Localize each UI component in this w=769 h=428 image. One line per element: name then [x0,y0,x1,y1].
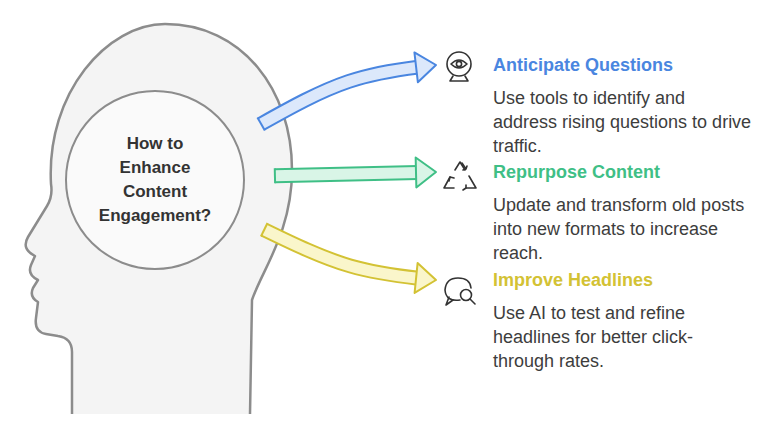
recycle-icon [444,162,476,190]
arrow-shaft-fill [264,230,436,280]
idea-item: Anticipate QuestionsUse tools to identif… [440,53,752,158]
arrow-tail [274,168,276,183]
block-arrow [261,223,436,293]
item-description: Use tools to identify and address rising… [493,86,752,158]
item-description: Use AI to test and refine headlines for … [493,301,752,373]
item-description: Update and transform old posts into new … [493,193,752,265]
arrow-shaft [264,230,436,280]
block-arrow [275,157,436,187]
arrow-shaft [275,172,436,176]
topic-text: How to Enhance Content Engagement? [94,132,216,228]
item-heading: Improve Headlines [493,268,752,292]
item-heading: Anticipate Questions [493,53,752,77]
arrow-shaft-fill [261,65,436,124]
eye-icon [447,52,471,81]
block-arrow [257,52,436,130]
item-heading: Repurpose Content [493,160,752,184]
arrow-tail [257,117,264,130]
arrow-head [416,157,436,187]
idea-item: Improve HeadlinesUse AI to test and refi… [440,268,752,373]
arrow-head [415,263,436,293]
arrow-head [414,52,436,82]
search-chat-icon [445,278,475,305]
topic-circle: How to Enhance Content Engagement? [65,90,245,270]
arrow-shaft [261,65,436,124]
idea-item: Repurpose ContentUpdate and transform ol… [440,160,752,265]
arrow-tail [261,223,268,236]
arrow-shaft-fill [275,172,436,176]
head-silhouette [26,24,292,414]
